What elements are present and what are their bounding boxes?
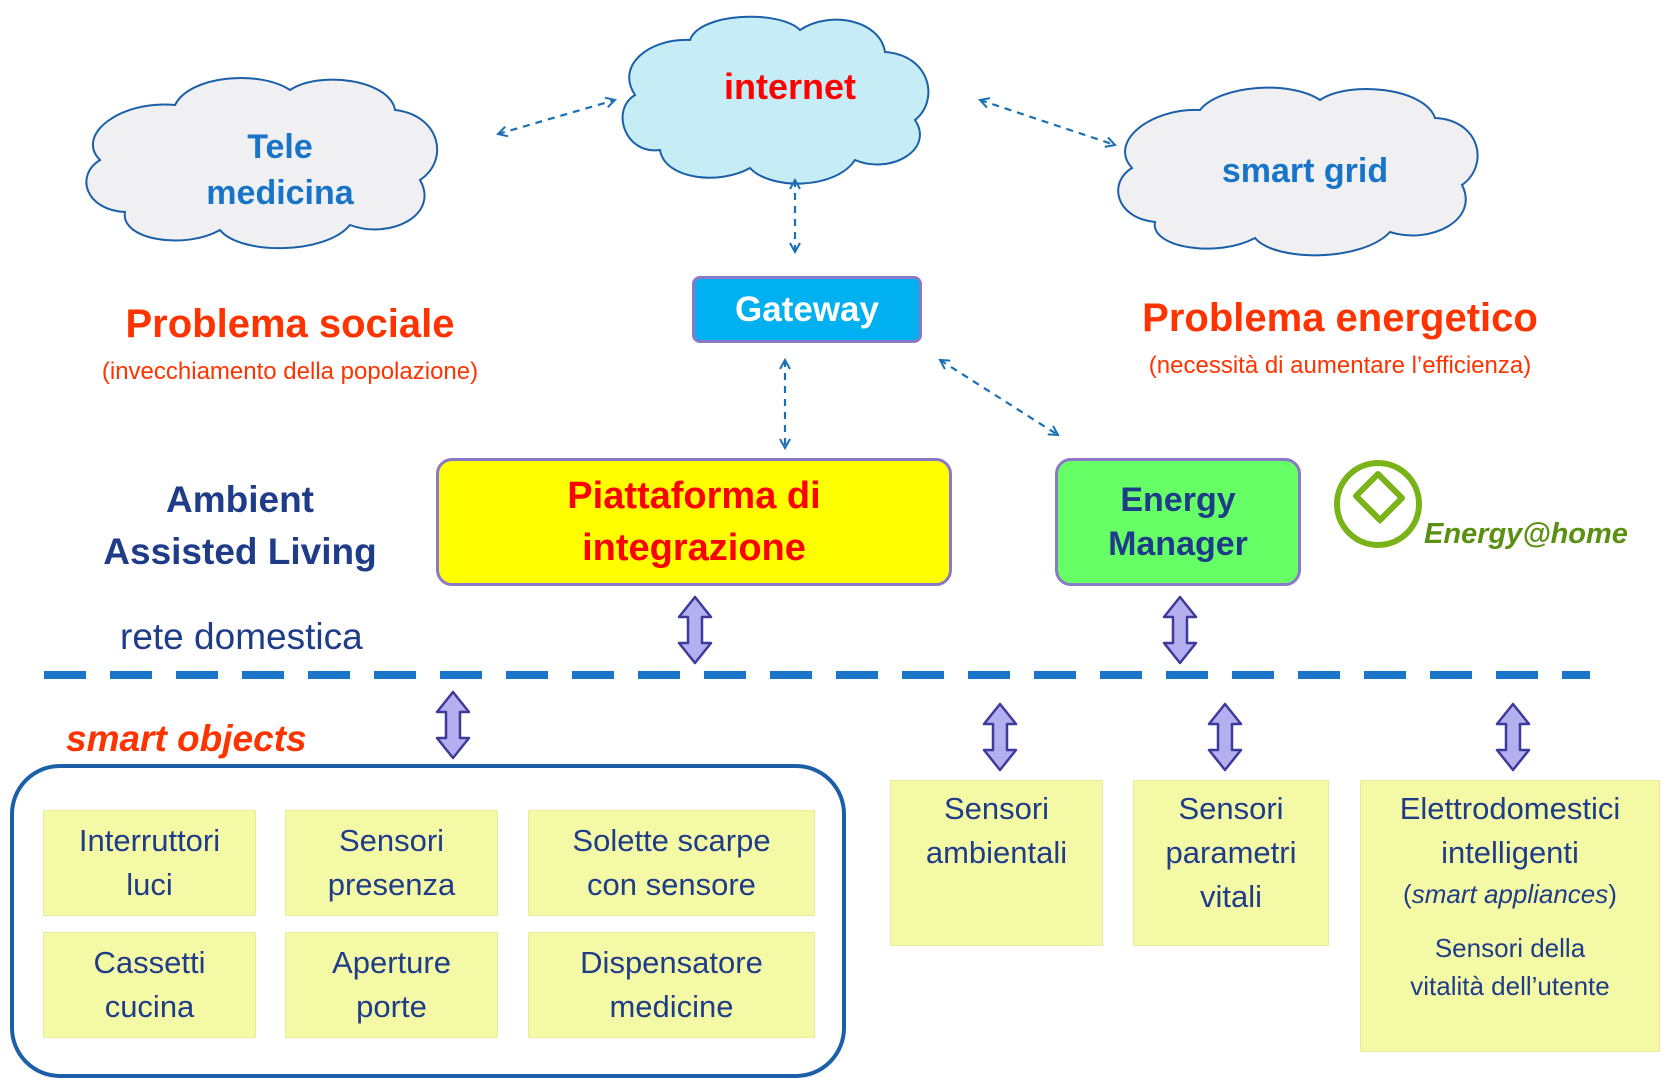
energy-manager-box: Energy Manager	[1055, 458, 1301, 586]
object-solette-line2: con sensore	[587, 867, 756, 902]
paren-open: (	[1403, 879, 1412, 909]
piattaforma-box: Piattaforma di integrazione	[436, 458, 952, 586]
sensori-ambientali-line1: Sensori	[943, 791, 1050, 826]
ambient-line1: Ambient	[166, 479, 314, 520]
energy-home-logo-mark	[1334, 460, 1422, 548]
object-solette-scarpe: Solette scarpe con sensore	[528, 810, 815, 916]
elettrodomestici-line2: intelligenti	[1441, 835, 1579, 870]
ambient-assisted-living-label: Ambient Assisted Living	[60, 474, 420, 578]
object-solette-line1: Solette scarpe	[572, 823, 771, 858]
telemedicina-label: Tele medicina	[150, 124, 410, 216]
double-arrow-platform	[677, 595, 713, 665]
gateway-label: Gateway	[735, 289, 879, 329]
double-arrow-sensori-ambientali	[982, 702, 1018, 772]
telemedicina-label-line2: medicina	[206, 174, 354, 212]
double-arrow-energymanager	[1162, 595, 1198, 665]
telemedicina-label-line1: Tele	[247, 128, 313, 166]
internet-label: internet	[723, 66, 856, 107]
double-arrow-smartobjects	[435, 690, 471, 760]
arrow-gateway-energymanager	[940, 360, 1058, 435]
object-dispensatore-line1: Dispensatore	[580, 945, 763, 980]
double-arrow-sensori-vitali	[1207, 702, 1243, 772]
dashed-connectors	[498, 100, 1115, 448]
energy-home-logo-text: Energy@home	[1424, 518, 1628, 550]
object-dispensatore-line2: medicine	[609, 989, 734, 1024]
piattaforma-line1: Piattaforma di	[567, 475, 821, 517]
sensori-vitali-line1: Sensori	[1178, 791, 1284, 826]
internet-cloud	[621, 15, 930, 185]
object-aperture-line1: Aperture	[332, 945, 451, 980]
sensori-vitali-box: Sensori parametri vitali	[1133, 780, 1329, 946]
energy-manager-line1: Energy	[1120, 481, 1236, 519]
elettrodomestici-extra-line2: vitalità dell’utente	[1410, 971, 1610, 1001]
problema-sociale-title: Problema sociale	[125, 302, 455, 346]
rete-domestica-label: rete domestica	[120, 616, 363, 657]
object-aperture-porte: Aperture porte	[285, 932, 498, 1038]
elettrodomestici-box: Elettrodomestici intelligenti (smart app…	[1360, 780, 1660, 1052]
object-cassetti-cucina: Cassetti cucina	[43, 932, 256, 1038]
elettrodomestici-line1: Elettrodomestici	[1399, 791, 1621, 826]
object-presenza-line2: presenza	[327, 867, 456, 902]
problema-energetico-title: Problema energetico	[1142, 296, 1538, 340]
object-sensori-presenza: Sensori presenza	[285, 810, 498, 916]
problema-energetico-subtitle: (necessità di aumentare l’efficienza)	[1148, 352, 1532, 379]
sensori-ambientali-box: Sensori ambientali	[890, 780, 1103, 946]
ambient-line2: Assisted Living	[103, 531, 377, 572]
object-interruttori-line1: Interruttori	[78, 823, 221, 858]
double-arrow-elettrodomestici	[1495, 702, 1531, 772]
elettrodomestici-smart-appliances: (smart appliances)	[1400, 875, 1621, 913]
energy-manager-line2: Manager	[1108, 525, 1248, 563]
paren-close: )	[1608, 879, 1617, 909]
smart-grid-label: smart grid	[1221, 152, 1389, 190]
smart-objects-label: smart objects	[66, 718, 307, 759]
object-interruttori-luci: Interruttori luci	[43, 810, 256, 916]
sensori-ambientali-line2: ambientali	[925, 835, 1068, 870]
object-cassetti-line1: Cassetti	[93, 945, 206, 980]
smart-grid-cloud	[1117, 86, 1479, 257]
piattaforma-line2: integrazione	[582, 527, 806, 569]
object-presenza-line1: Sensori	[338, 823, 445, 858]
object-interruttori-line2: luci	[126, 867, 173, 902]
problema-sociale-subtitle: (invecchiamento della popolazione)	[101, 358, 479, 385]
sensori-vitali-line2: parametri	[1165, 835, 1297, 870]
sensori-vitali-line3: vitali	[1199, 879, 1262, 914]
smart-appliances-italic: smart appliances	[1411, 879, 1609, 909]
arrow-internet-smartgrid	[980, 100, 1115, 145]
gateway-box: Gateway	[692, 276, 922, 343]
elettrodomestici-extra-line1: Sensori della	[1434, 933, 1586, 963]
object-dispensatore-medicine: Dispensatore medicine	[528, 932, 815, 1038]
telemedicina-cloud	[85, 77, 439, 250]
object-aperture-line2: porte	[356, 989, 427, 1024]
object-cassetti-line2: cucina	[104, 989, 195, 1024]
arrow-tele-internet	[498, 100, 615, 134]
